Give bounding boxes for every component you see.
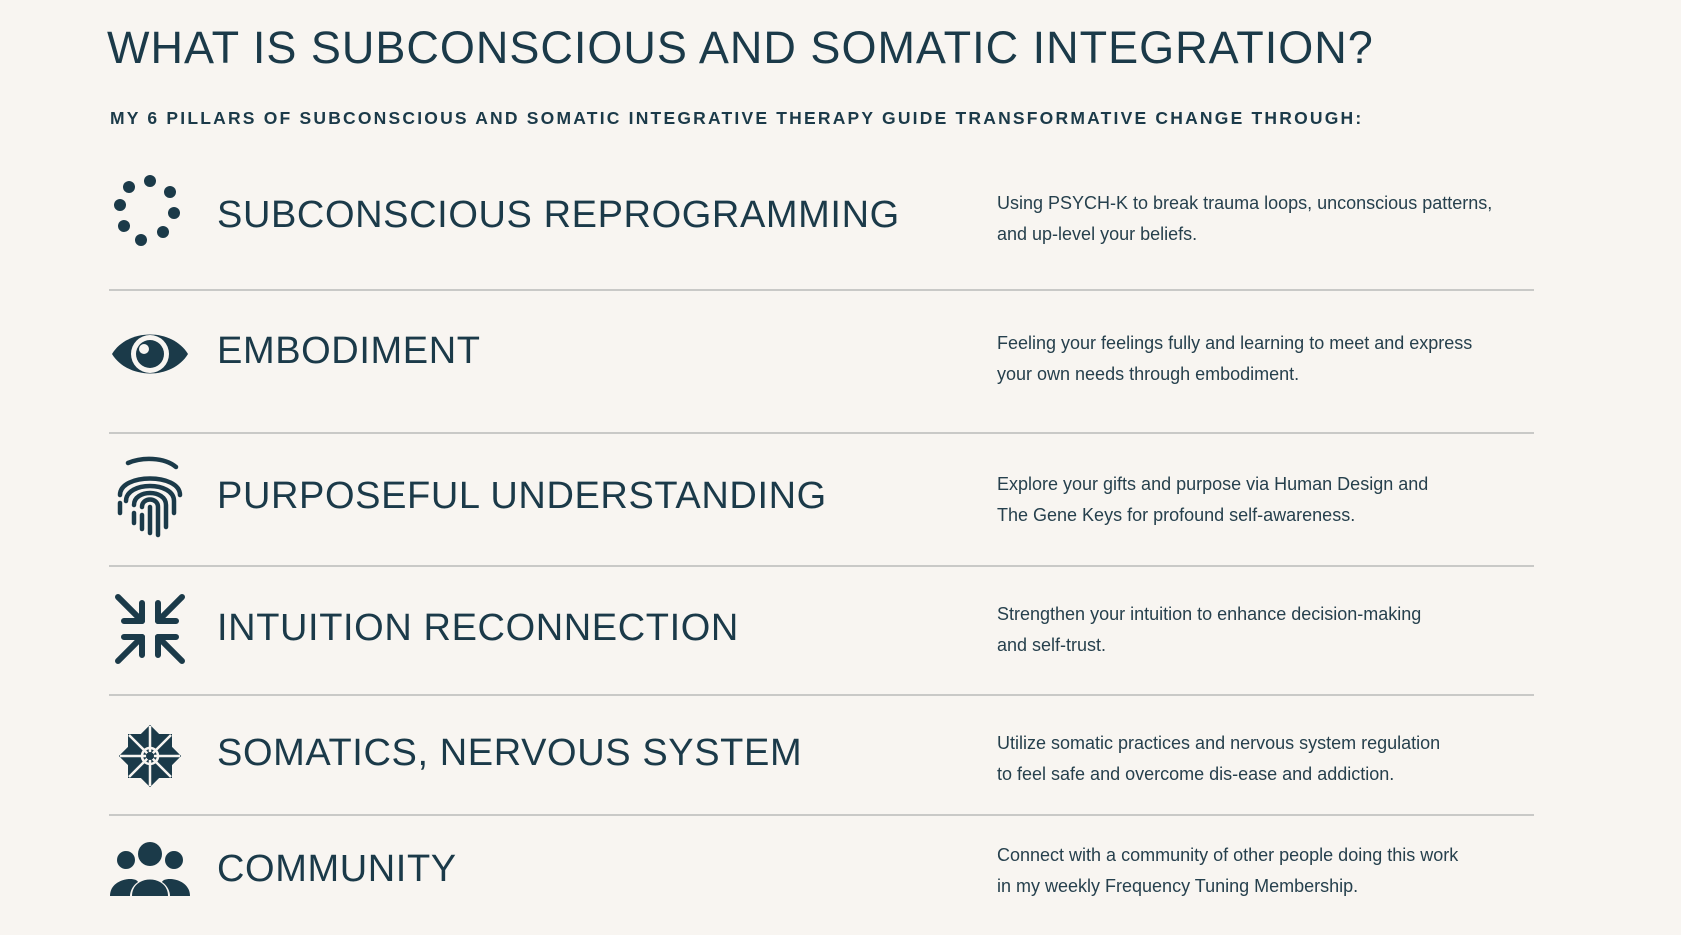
pillar-description-line: to feel safe and overcome dis-ease and a…: [997, 764, 1395, 784]
pillar-description: Feeling your feelings fully and learning…: [997, 328, 1517, 390]
pillar-description-line: Strengthen your intuition to enhance dec…: [997, 604, 1422, 624]
pillar-description-line: Connect with a community of other people…: [997, 845, 1459, 865]
pillar-heading: COMMUNITY: [217, 848, 457, 890]
pillar-description: Utilize somatic practices and nervous sy…: [997, 728, 1517, 790]
fingerprint-icon: [108, 455, 192, 539]
eye-icon: [108, 312, 192, 396]
row-divider: [109, 814, 1534, 816]
pillar-description-line: your own needs through embodiment.: [997, 364, 1300, 384]
page-title: WHAT IS SUBCONSCIOUS AND SOMATIC INTEGRA…: [107, 22, 1374, 73]
pillar-heading: SUBCONSCIOUS REPROGRAMMING: [217, 194, 900, 236]
people-group-icon: [108, 830, 192, 914]
pillar-description: Using PSYCH-K to break trauma loops, unc…: [997, 188, 1517, 250]
pillar-description-line: and up-level your beliefs.: [997, 224, 1198, 244]
pillar-description: Connect with a community of other people…: [997, 840, 1517, 902]
pillar-description-line: Using PSYCH-K to break trauma loops, unc…: [997, 193, 1493, 213]
pillar-description: Explore your gifts and purpose via Human…: [997, 469, 1517, 531]
pillar-heading: SOMATICS, NERVOUS SYSTEM: [217, 732, 803, 774]
converge-arrows-icon: [108, 587, 192, 671]
row-divider: [109, 289, 1534, 291]
row-divider: [109, 694, 1534, 696]
page-subtitle: MY 6 PILLARS OF SUBCONSCIOUS AND SOMATIC…: [110, 108, 1364, 128]
pillar-description-line: The Gene Keys for profound self-awarenes…: [997, 505, 1356, 525]
pillar-description-line: Explore your gifts and purpose via Human…: [997, 474, 1429, 494]
star-mandala-icon: [108, 714, 192, 798]
pillar-description-line: in my weekly Frequency Tuning Membership…: [997, 876, 1359, 896]
pillar-description: Strengthen your intuition to enhance dec…: [997, 599, 1517, 661]
pillar-heading: INTUITION RECONNECTION: [217, 607, 739, 649]
pillar-description-line: and self-trust.: [997, 635, 1107, 655]
pillar-description-line: Utilize somatic practices and nervous sy…: [997, 733, 1441, 753]
row-divider: [109, 432, 1534, 434]
pillar-description-line: Feeling your feelings fully and learning…: [997, 333, 1473, 353]
dots-circle-icon: [108, 168, 192, 252]
pillar-heading: EMBODIMENT: [217, 330, 481, 372]
pillar-heading: PURPOSEFUL UNDERSTANDING: [217, 475, 827, 517]
row-divider: [109, 565, 1534, 567]
